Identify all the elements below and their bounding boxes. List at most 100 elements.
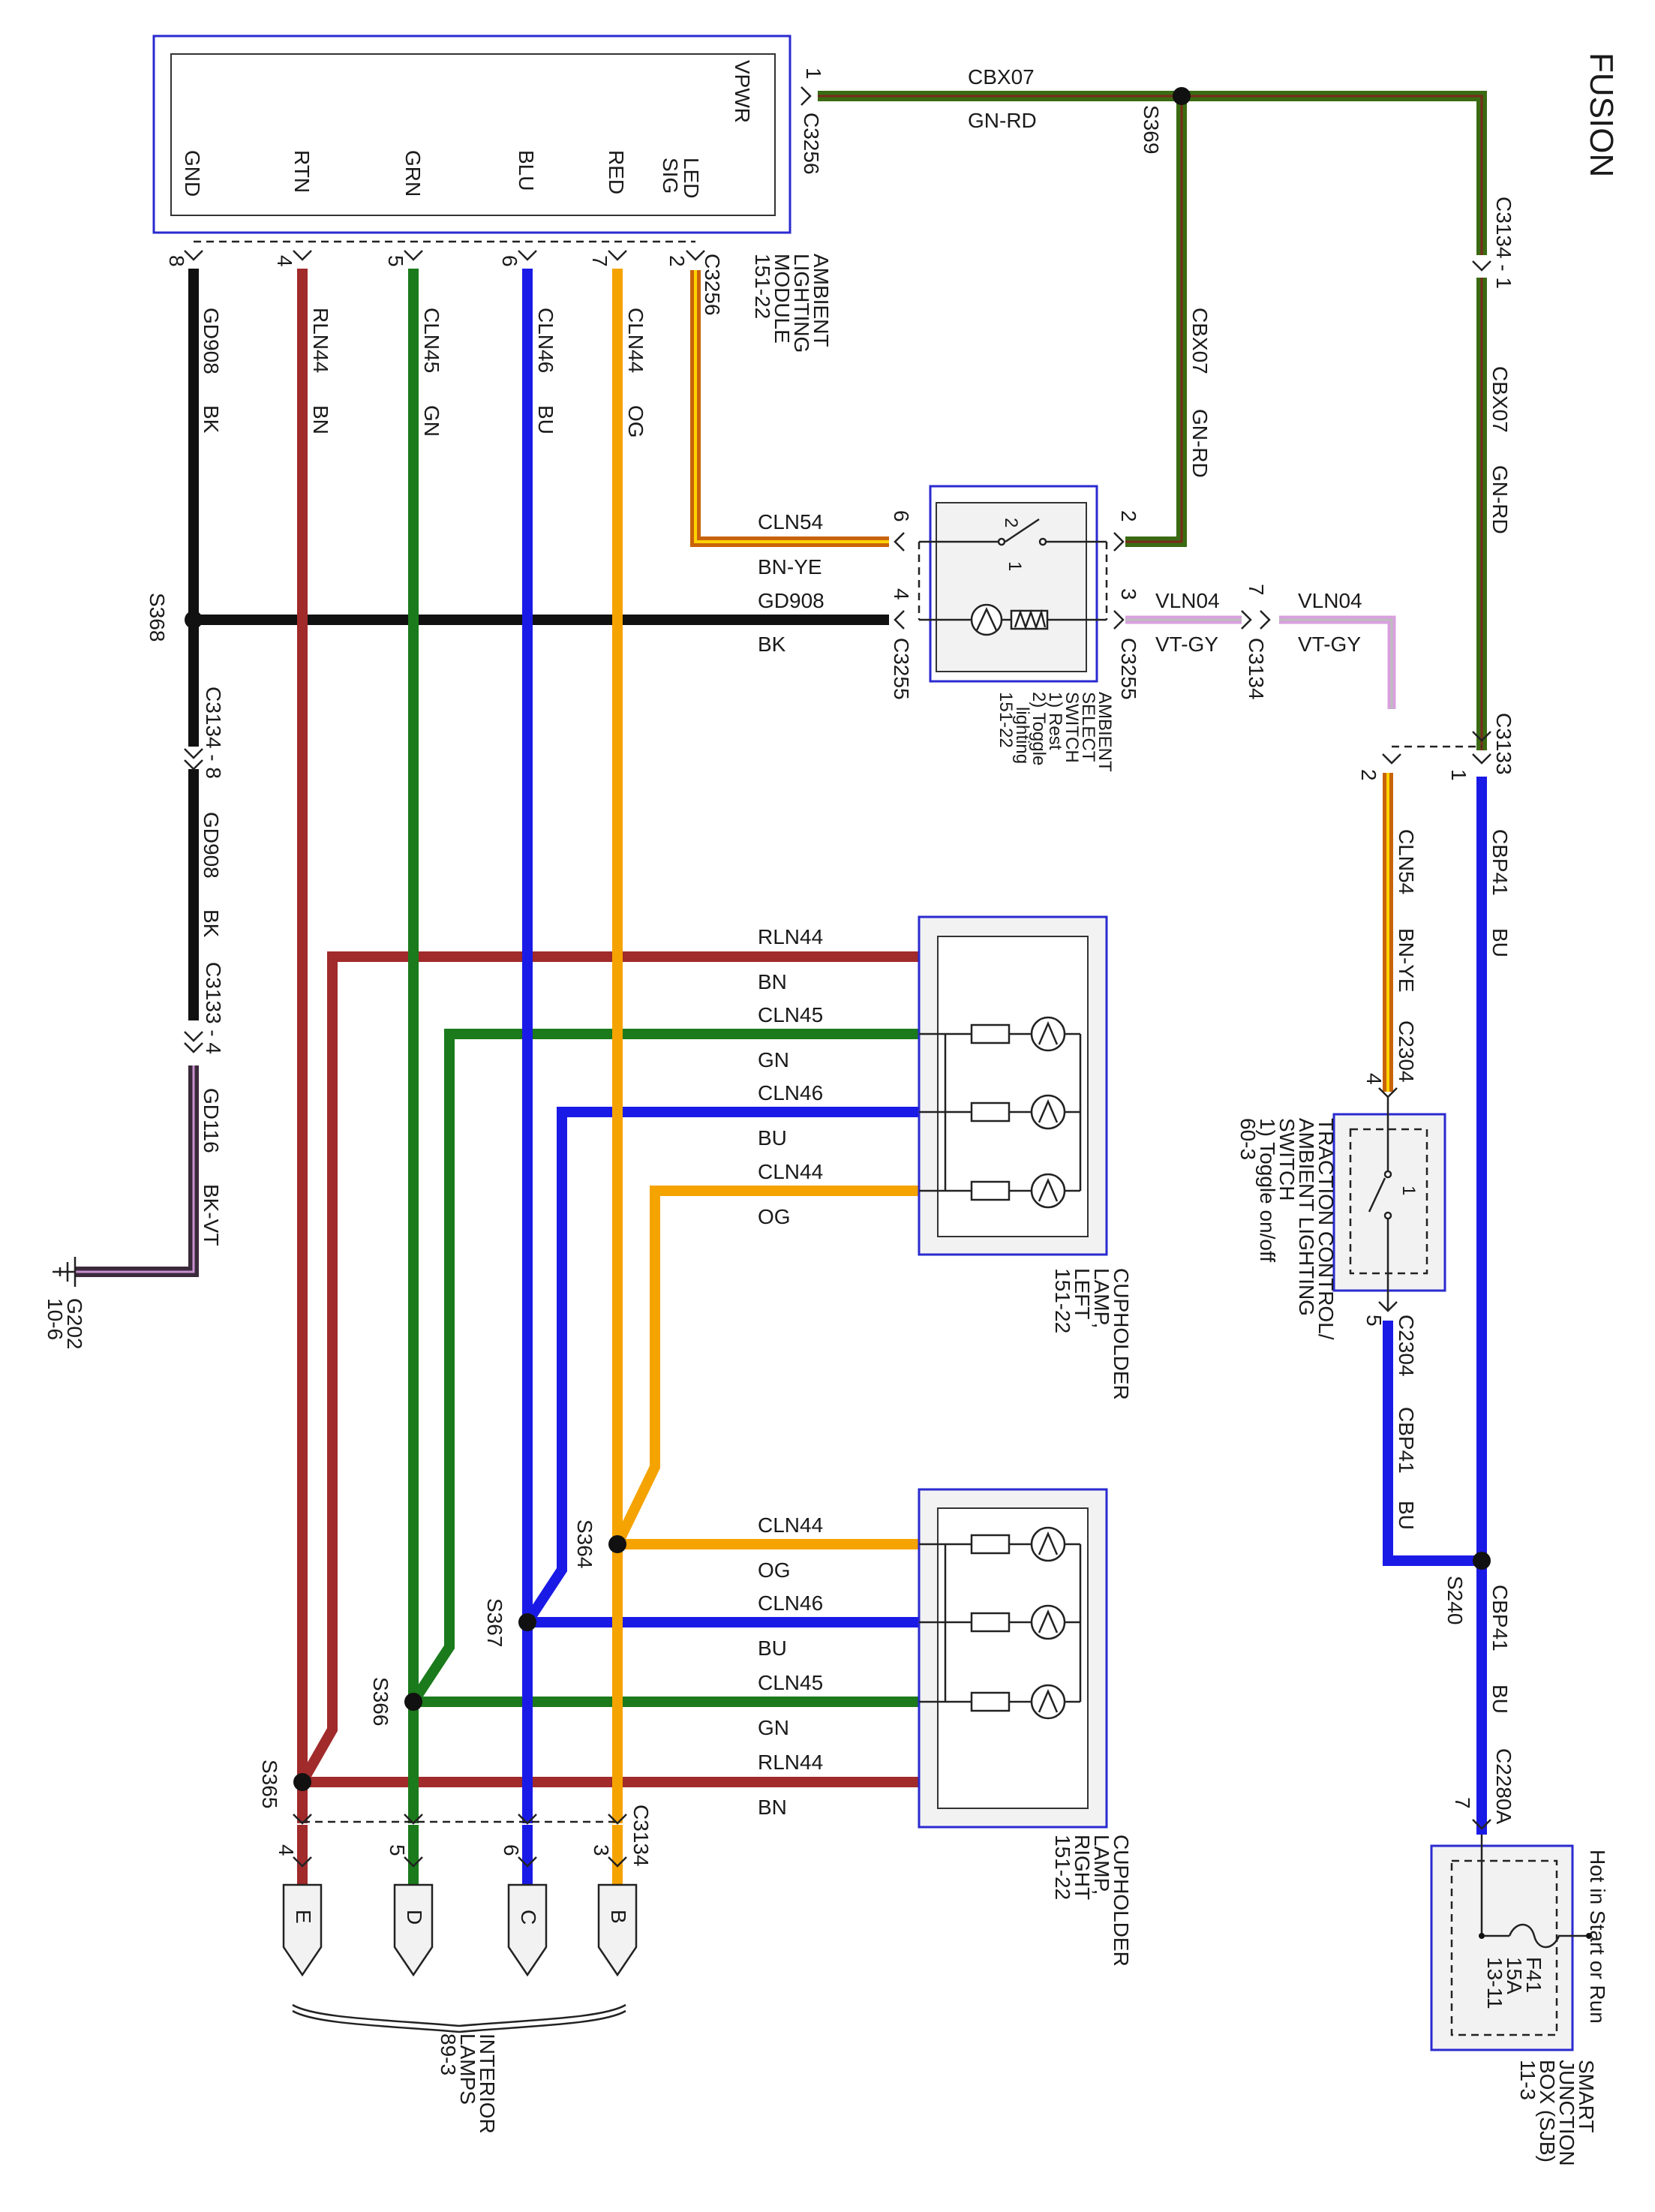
svg-text:AMBIENT LIGHTING: AMBIENT LIGHTING: [1295, 1118, 1318, 1316]
ambient-lighting-module: VPWR GND RTN GRN BLU RED LED SIG 1 8 4 5…: [152, 35, 833, 353]
alm-connector-c3256-a: C3256: [800, 113, 823, 175]
splice-s240: [1473, 1552, 1491, 1570]
splice-s369: [1173, 87, 1191, 105]
svg-text:SMART: SMART: [1575, 2060, 1598, 2133]
lamp-row-left-3: [919, 1173, 1080, 1209]
label-cbx07-mid-color: GN-RD: [1188, 409, 1212, 478]
interior-terminal-1: [404, 1856, 423, 1868]
label-c2304-bottom: C2304: [1395, 1315, 1418, 1377]
label-rln44-cl-circuit: RLN44: [758, 925, 823, 948]
label-cbp41-low-circuit: CBP41: [1488, 1585, 1512, 1651]
svg-text:151-22: 151-22: [751, 254, 774, 319]
alm-pin-sig: SIG: [659, 158, 682, 194]
alm-pin-rtn: RTN: [290, 150, 314, 193]
c3134-8-terminal: [184, 748, 203, 771]
label-cln45-cl-color: GN: [758, 1048, 789, 1071]
c3133-pin1-terminal: [1472, 753, 1491, 765]
alm-pin-num-vpwr: 1: [802, 68, 825, 80]
svg-text:INTERIOR: INTERIOR: [476, 2033, 499, 2134]
tc-switch-name: TRACTION CONTROL/ AMBIENT LIGHTING SWITC…: [1236, 1118, 1338, 1340]
svg-text:15A: 15A: [1503, 1957, 1526, 1994]
splice-s365: [293, 1773, 311, 1791]
lamp-row-right-3: [919, 1684, 1080, 1720]
label-s366: S366: [369, 1677, 392, 1726]
c2280a-terminal: [1472, 1819, 1491, 1830]
label-cbx07-right-color: GN-RD: [1488, 465, 1512, 534]
resistor-icon: [970, 1612, 1011, 1633]
label-gd116-color: BK-VT: [200, 1184, 223, 1246]
alm-pin-grn: GRN: [401, 150, 425, 197]
select-switch-pin-4: 4: [890, 588, 913, 600]
svg-text:SWITCH: SWITCH: [1062, 692, 1082, 763]
svg-text:151-22: 151-22: [1051, 1835, 1074, 1900]
svg-text:1) Rest: 1) Rest: [1045, 692, 1065, 750]
alm-pin-vpwr: VPWR: [731, 60, 754, 123]
tc-pin-4: 4: [1362, 1073, 1386, 1085]
svg-text:151-22: 151-22: [1051, 1268, 1074, 1333]
label-gd908-low-circuit: GD908: [200, 812, 223, 879]
label-vln04-a-circuit: VLN04: [1155, 589, 1220, 612]
wire-cln46-left: [523, 1107, 919, 1625]
wire-vln04-b-stripe: [1279, 618, 1393, 709]
label-cbp41-tc-circuit: CBP41: [1395, 1407, 1418, 1474]
label-cln54-tc-circuit: CLN54: [1395, 829, 1418, 894]
label-vln04-b-circuit: VLN04: [1298, 589, 1362, 612]
label-s364: S364: [573, 1519, 596, 1568]
sjb-fuse-label: F41 15A 13-11: [1483, 1957, 1545, 2009]
label-c2280a: C2280A: [1492, 1748, 1515, 1825]
cup-right-name: CUPHOLDER LAMP, RIGHT 151-22: [1051, 1835, 1133, 1967]
alm-connector-c3256-b: C3256: [701, 254, 724, 316]
label-vln04-b-color: VT-GY: [1298, 633, 1361, 656]
svg-text:AMBIENT: AMBIENT: [809, 254, 833, 347]
splice-s367: [518, 1613, 536, 1631]
label-cbp41-low-color: BU: [1488, 1685, 1512, 1714]
alm-pin-num-red: 7: [588, 255, 611, 267]
label-cln44-cl-circuit: CLN44: [758, 1160, 823, 1183]
label-gd908-alm-color: BK: [200, 405, 223, 434]
label-s369: S369: [1140, 105, 1163, 154]
resistor-icon: [970, 1180, 1011, 1201]
cupholder-lamp-right: CUPHOLDER LAMP, RIGHT 151-22: [918, 1488, 1133, 1967]
interior-terminal-2: [518, 1856, 537, 1868]
label-rln44-circuit: RLN44: [309, 308, 332, 373]
label-rln44-cl-color: BN: [758, 970, 787, 993]
svg-text:RIGHT: RIGHT: [1071, 1835, 1094, 1900]
label-c3134-8: C3134 - 8: [202, 687, 225, 779]
alm-pin-num-grn: 5: [384, 255, 407, 267]
interior-pin-shape-3: [597, 1883, 638, 1977]
label-c3134-pin-7: 7: [1245, 584, 1268, 596]
svg-text:CUPHOLDER: CUPHOLDER: [1110, 1835, 1133, 1967]
ground-g202: G202 10-6: [44, 1257, 86, 1350]
int-pin-3: 3: [590, 1844, 613, 1856]
int-pin-6: 6: [500, 1844, 523, 1856]
c3133-4-terminal: [184, 1031, 203, 1053]
svg-text:13-11: 13-11: [1483, 1957, 1506, 2009]
select-switch-name: AMBIENT SELECT SWITCH 1) Rest 2) Toggle …: [996, 692, 1115, 772]
sjb-hot-label: Hot in Start or Run: [1586, 1850, 1609, 2024]
label-c3255-right: C3255: [1117, 638, 1140, 700]
alm-terminals: [184, 86, 812, 261]
svg-text:CUPHOLDER: CUPHOLDER: [1110, 1268, 1133, 1400]
select-switch-pos-2: 2: [1001, 518, 1021, 527]
label-cbp41-tc-color: BU: [1395, 1501, 1418, 1530]
svg-text:LIGHTING: LIGHTING: [790, 254, 813, 353]
label-cbx07-mid-circuit: CBX07: [1188, 308, 1212, 374]
label-gd908-color: BK: [758, 633, 786, 656]
lamp-row-left-1: [919, 1016, 1080, 1052]
label-cln45-circuit: CLN45: [420, 308, 443, 373]
wires-layer: [75, 91, 1487, 1835]
svg-text:lighting: lighting: [1012, 707, 1032, 764]
label-gd908-low-color: BK: [200, 909, 223, 938]
label-c3133: C3133: [1492, 713, 1515, 775]
c3134-7-terminal: [1241, 610, 1271, 630]
label-cln44-cl-color: OG: [758, 1205, 791, 1228]
svg-text:LAMP,: LAMP,: [1090, 1835, 1113, 1895]
wire-cln44-left: [612, 1186, 919, 1547]
c3134-1-terminal: [1472, 260, 1491, 272]
wire-cln54-alm-stripe: [694, 270, 889, 543]
interior-pin-label-0: E: [292, 1910, 315, 1924]
label-rln44-color: BN: [309, 405, 332, 434]
svg-text:89-3: 89-3: [437, 2033, 460, 2075]
splice-s366: [404, 1693, 422, 1711]
